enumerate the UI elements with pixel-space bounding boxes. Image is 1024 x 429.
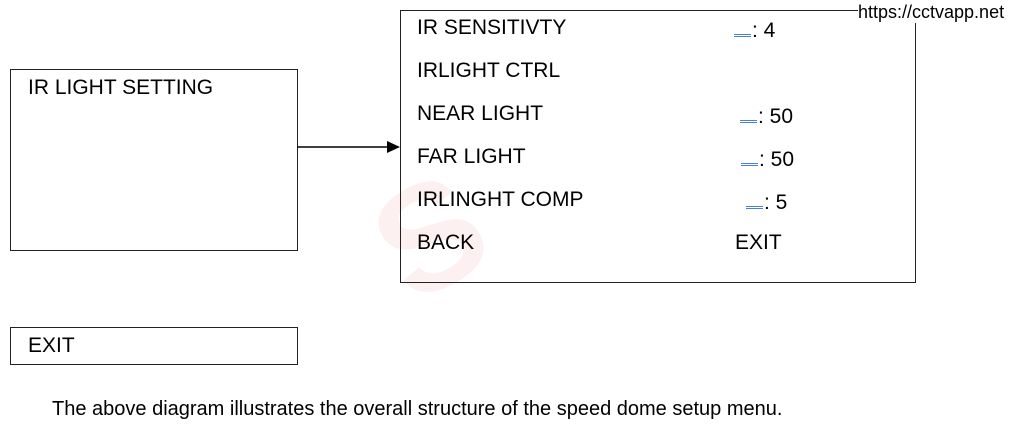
submenu-item-value: : 5 — [746, 188, 787, 215]
submenu-item-label[interactable]: IRLINGHT COMP — [417, 188, 584, 211]
submenu-item-value: : 50 — [740, 102, 793, 129]
ir-light-setting-title: IR LIGHT SETTING — [28, 76, 214, 99]
arrow-connector — [297, 141, 400, 153]
submenu-item-label[interactable]: FAR LIGHT — [417, 145, 526, 168]
caption: The above diagram illustrates the overal… — [52, 398, 783, 420]
submenu-item-value: : 50 — [741, 145, 794, 172]
submenu-item-label[interactable]: IRLIGHT CTRL — [417, 59, 561, 82]
submenu-item-value: : 4 — [734, 16, 775, 43]
submenu-item-label[interactable]: NEAR LIGHT — [417, 102, 544, 125]
submenu-item-label[interactable]: IR SENSITIVTY — [417, 16, 567, 39]
exit-box[interactable]: EXIT — [10, 327, 298, 365]
watermark-url: https://cctvapp.net — [858, 2, 1005, 23]
ir-light-setting-box[interactable]: IR LIGHT SETTING — [10, 69, 298, 251]
back-option[interactable]: BACK — [417, 231, 475, 254]
submenu-box — [400, 10, 916, 283]
exit-option[interactable]: EXIT — [735, 231, 782, 254]
exit-label: EXIT — [28, 334, 75, 357]
